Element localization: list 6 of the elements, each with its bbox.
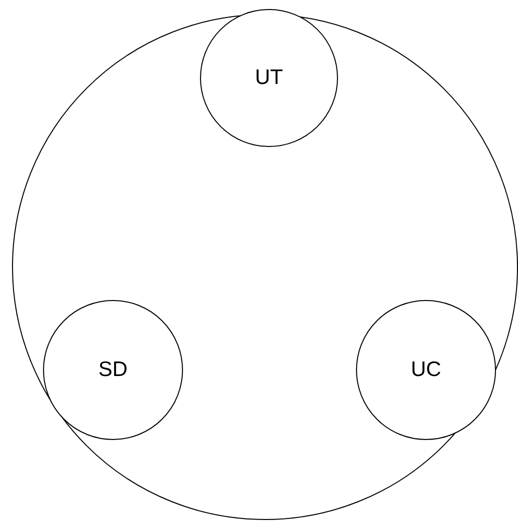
circle-node: [200, 9, 338, 147]
node-label: SD: [98, 358, 128, 382]
node-label: UC: [410, 358, 442, 382]
node-label: UT: [255, 66, 283, 90]
circle-node: [43, 300, 183, 440]
circle-node: [356, 300, 496, 440]
